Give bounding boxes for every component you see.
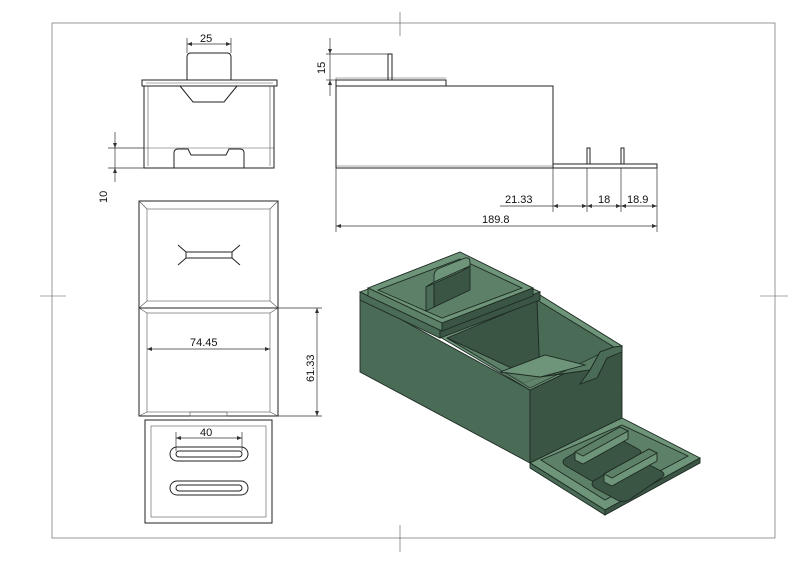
- top-view-tray: [144, 419, 273, 524]
- dim-label-18-9: 18.9: [627, 194, 648, 206]
- dim-label-40: 40: [200, 427, 212, 439]
- dim-label-21-33: 21.33: [505, 194, 533, 206]
- dimension-inner-width: 74.45: [147, 337, 270, 351]
- front-view: [141, 52, 278, 169]
- dim-label-189-8: 189.8: [482, 214, 510, 226]
- side-view: [335, 53, 658, 169]
- top-view-open-compartment: [138, 307, 279, 417]
- dim-label-74-45: 74.45: [190, 337, 218, 349]
- isometric-model-view: [358, 251, 701, 516]
- dimension-total-length: 189.8: [335, 168, 657, 232]
- dimension-slot-offset: 10: [98, 132, 144, 203]
- dimension-handle-width: 25: [186, 33, 232, 53]
- dim-label-18: 18: [598, 194, 610, 206]
- dimension-tray-chain: 21.33 18 18.9: [500, 168, 658, 232]
- drawing-frame: [40, 12, 788, 552]
- dim-label-15: 15: [316, 62, 328, 74]
- top-view-lid: [138, 200, 279, 309]
- dimension-handle-height: 15: [316, 38, 388, 96]
- dimension-tray-slot: 40: [175, 427, 243, 451]
- dim-label-61-33: 61.33: [305, 354, 317, 382]
- dimension-inner-depth: 61.33: [278, 307, 322, 417]
- dim-label-10: 10: [98, 191, 110, 203]
- dim-label-25: 25: [200, 33, 212, 45]
